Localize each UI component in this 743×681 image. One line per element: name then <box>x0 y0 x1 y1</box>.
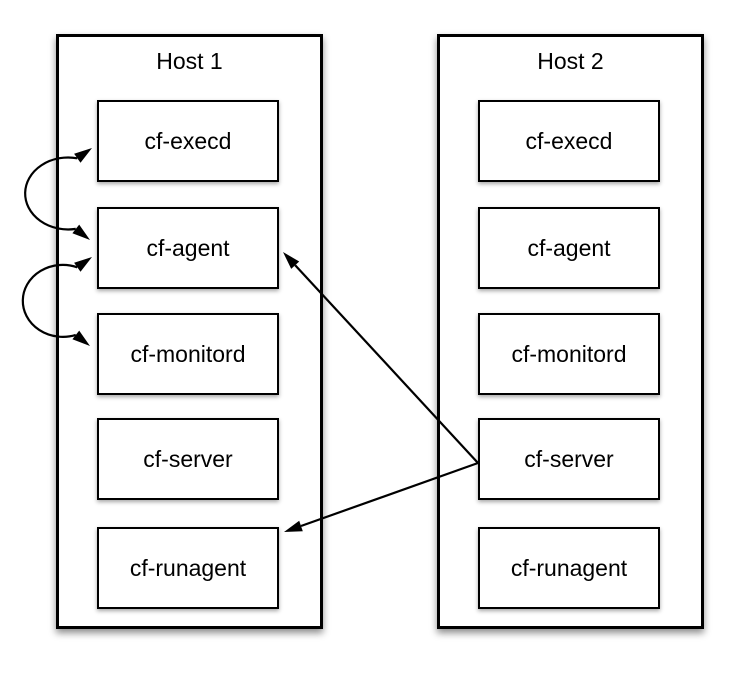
host2-cf-runagent-box: cf-runagent <box>478 527 660 609</box>
host2-cf-execd-box: cf-execd <box>478 100 660 182</box>
host2-cf-execd-label: cf-execd <box>525 127 613 154</box>
host-1-title: Host 1 <box>156 48 223 74</box>
host1-cf-server-box: cf-server <box>97 418 279 500</box>
host1-cf-server-label: cf-server <box>143 445 233 472</box>
host1-cf-monitord-label: cf-monitord <box>130 340 246 367</box>
host1-cf-runagent-box: cf-runagent <box>97 527 279 609</box>
host2-cf-agent-box: cf-agent <box>478 207 660 289</box>
host1-cf-execd-label: cf-execd <box>144 127 232 154</box>
host-1-panel: Host 1 cf-execd cf-agent cf-monitord cf-… <box>56 34 323 629</box>
host2-cf-monitord-box: cf-monitord <box>478 313 660 395</box>
host1-cf-runagent-label: cf-runagent <box>129 554 247 581</box>
host2-cf-runagent-label: cf-runagent <box>510 554 628 581</box>
host1-cf-agent-box: cf-agent <box>97 207 279 289</box>
host2-cf-monitord-label: cf-monitord <box>511 340 627 367</box>
host1-cf-agent-label: cf-agent <box>146 234 230 261</box>
host2-cf-server-label: cf-server <box>524 445 614 472</box>
host-2-panel: Host 2 cf-execd cf-agent cf-monitord cf-… <box>437 34 704 629</box>
host2-cf-server-box: cf-server <box>478 418 660 500</box>
host1-cf-monitord-box: cf-monitord <box>97 313 279 395</box>
host1-cf-execd-box: cf-execd <box>97 100 279 182</box>
host-2-title: Host 2 <box>537 48 604 74</box>
host2-cf-agent-label: cf-agent <box>527 234 611 261</box>
